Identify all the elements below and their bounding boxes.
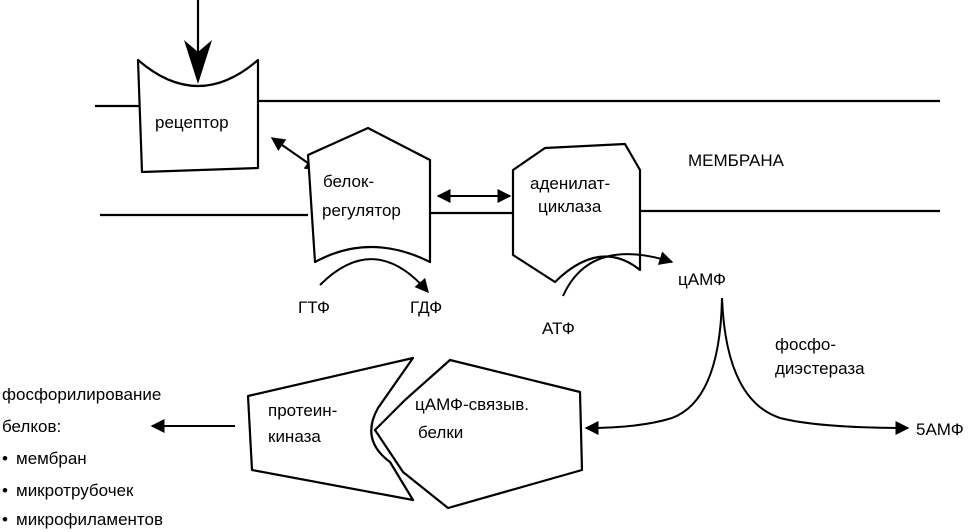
binding-proteins-line2: белки: [418, 423, 463, 442]
signal-arrow: [184, 0, 212, 84]
camp-label: цАМФ: [678, 270, 726, 289]
membrane: [95, 99, 940, 217]
cyclase-line2: циклаза: [538, 197, 602, 216]
phosphorylation-line1: фосфорилирование: [2, 385, 161, 404]
cyclase-line1: аденилат-: [530, 174, 610, 193]
gtp-gdp-arrow: [319, 258, 429, 294]
camp-to-5amp-arrow: [721, 297, 910, 435]
kinase-shape: [246, 356, 415, 502]
phosphorylation-bullet: •: [2, 510, 8, 529]
phosphorylation-line2: белков:: [2, 417, 61, 436]
phosphorylation-bullet: •: [2, 481, 8, 500]
regulator-line2: регулятор: [322, 201, 401, 220]
phosphorylation-list: • мембран • микротрубочек • микрофиламен…: [2, 449, 163, 529]
atp-camp-arrow: [562, 251, 674, 297]
phosphorylation-item: микротрубочек: [16, 481, 134, 500]
receptor-label: рецептор: [155, 113, 229, 132]
regulator-line1: белок-: [323, 172, 374, 191]
membrane-label: МЕМБРАНА: [688, 151, 785, 170]
binding-proteins-line1: цАМФ-связыв.: [415, 395, 529, 414]
amp5-label: 5АМФ: [916, 420, 964, 439]
receptor-shape: [136, 58, 260, 174]
atp-label: АТФ: [542, 319, 575, 338]
binding-proteins-shape: [373, 358, 584, 510]
camp-to-binding-arrow: [584, 297, 723, 435]
gtp-label: ГТФ: [298, 298, 330, 317]
phosphorylation-item: мембран: [16, 449, 87, 468]
phosphorylation-item: микрофиламентов: [16, 510, 163, 529]
kinase-line2: киназа: [268, 427, 321, 446]
phosphodiesterase-line1: фосфо-: [775, 335, 836, 354]
kinase-line1: протеин-: [268, 401, 337, 420]
phosphorylation-bullet: •: [2, 449, 8, 468]
phosphodiesterase-line2: диэстераза: [775, 359, 865, 378]
gdp-label: ГДФ: [410, 298, 442, 317]
regulator-shape: [306, 126, 432, 264]
